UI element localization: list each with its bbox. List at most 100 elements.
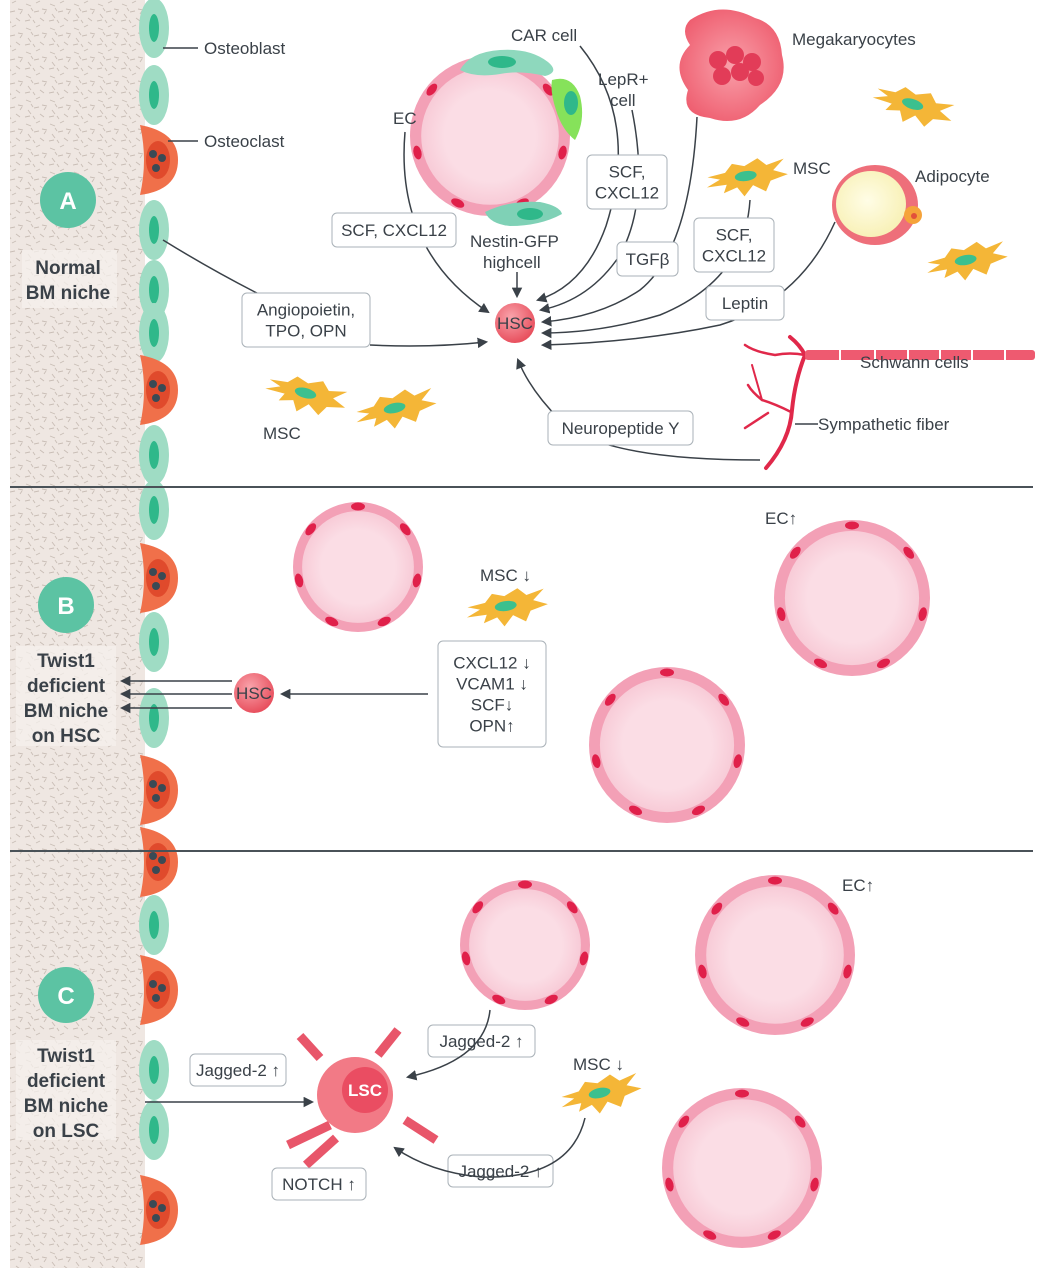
osteoblast-cell xyxy=(139,260,169,320)
box-text-line: CXCL12 ↓ xyxy=(453,654,530,673)
signal-arrows-b xyxy=(119,675,428,714)
osteoblast-cell xyxy=(139,200,169,260)
osteoblast-label: Osteoblast xyxy=(204,39,286,58)
sympathetic-fiber xyxy=(743,335,808,470)
box-text-line: OPN↑ xyxy=(469,717,514,736)
blood-vessel-b2 xyxy=(774,520,930,676)
lsc-cell: LSC xyxy=(286,1027,439,1169)
osteoblast-cell xyxy=(139,480,169,540)
hsc-cell-b: HSC xyxy=(234,673,274,713)
osteoblast-cell xyxy=(139,688,169,748)
osteoblast-cell xyxy=(139,65,169,125)
panel-c-ec-label: EC↑ xyxy=(842,876,874,895)
box-text-line: SCF, xyxy=(609,163,646,182)
lepr-cell-label-line1: LepR+ xyxy=(598,70,649,89)
hsc-cell-a: HSC xyxy=(495,303,535,343)
box-scf-cxcl12-lepr: SCF, CXCL12 xyxy=(586,154,668,210)
car-cell-label: CAR cell xyxy=(511,26,577,45)
box-text-line: Angiopoietin, xyxy=(257,301,355,320)
osteoclast-cell xyxy=(140,1175,178,1245)
panel-a-title-line2: BM niche xyxy=(26,283,110,304)
schwann-cells xyxy=(805,350,1035,360)
osteoclast-cell xyxy=(140,125,178,195)
hsc-a-label: HSC xyxy=(497,314,533,333)
panel-c-title-line1: Twist1 xyxy=(37,1046,95,1067)
blood-vessel-c3 xyxy=(662,1088,822,1248)
panel-c-title-line4: on LSC xyxy=(33,1121,100,1142)
box-text-line: TGFβ xyxy=(626,250,670,269)
msc-cell xyxy=(561,1072,642,1114)
panel-b-title-line3: BM niche xyxy=(24,701,108,722)
panel-b-title-line2: deficient xyxy=(27,676,106,697)
msc-cell xyxy=(927,241,1008,281)
nestin-label-line2: highcell xyxy=(483,253,541,272)
blood-vessel-b3 xyxy=(589,667,745,823)
box-scf-cxcl12-msc: SCF,CXCL12 xyxy=(693,217,775,273)
panel-b-header: B Twist1 deficient BM niche on HSC xyxy=(16,577,116,747)
msc-cell xyxy=(265,376,348,416)
box-b-factors: CXCL12 ↓VCAM1 ↓SCF↓OPN↑ xyxy=(437,640,547,748)
box-tgfb: TGFβ xyxy=(616,241,679,277)
sympathetic-fiber-label: Sympathetic fiber xyxy=(818,415,950,434)
box-text-line: CXCL12 xyxy=(702,247,766,266)
osteoblast-cell xyxy=(139,0,169,58)
box-text-line: Leptin xyxy=(722,294,768,313)
osteoblast-cell xyxy=(139,1040,169,1100)
box-neuropeptide-y: Neuropeptide Y xyxy=(547,410,694,446)
osteoblast-cell xyxy=(139,1100,169,1160)
osteoclast-cell xyxy=(140,755,178,825)
lsc-label: LSC xyxy=(348,1081,382,1100)
box-text-line: NOTCH ↑ xyxy=(282,1175,356,1194)
panel-c-msc-label: MSC ↓ xyxy=(573,1055,624,1074)
box-jagged-vessel: Jagged-2 ↑ xyxy=(427,1024,536,1058)
msc-cell xyxy=(356,387,437,429)
osteoclast-cell xyxy=(140,827,178,897)
panel-b-title-line1: Twist1 xyxy=(37,651,95,672)
box-text-line: Neuropeptide Y xyxy=(562,419,680,438)
box-notch: NOTCH ↑ xyxy=(271,1167,367,1201)
lepr-cell-label-line2: cell xyxy=(610,91,636,110)
notch-receptors xyxy=(286,1027,439,1169)
msc-cell xyxy=(872,87,955,127)
osteoclast-cell xyxy=(140,955,178,1025)
panel-b-title-line4: on HSC xyxy=(32,726,101,747)
megakaryocytes-label: Megakaryocytes xyxy=(792,30,916,49)
box-jagged-msc: Jagged-2 ↑ xyxy=(447,1154,554,1188)
box-scf-cxcl12-ec: SCF, CXCL12 xyxy=(331,212,457,248)
bone-lining-cells xyxy=(139,0,178,1245)
blood-vessel-c2 xyxy=(695,875,855,1035)
panel-badge-a xyxy=(40,172,96,228)
panel-c-title-line2: deficient xyxy=(27,1071,106,1092)
panel-badge-c-label: C xyxy=(57,983,74,1010)
nestin-gfp-cell xyxy=(485,201,562,226)
osteoblast-cell xyxy=(139,425,169,485)
box-text-line: CXCL12 xyxy=(595,184,659,203)
hsc-b-label: HSC xyxy=(236,684,272,703)
panel-c-title-line3: BM niche xyxy=(24,1096,108,1117)
msc-cell xyxy=(466,588,548,627)
panel-badge-b xyxy=(38,577,94,633)
car-cell xyxy=(460,49,554,76)
box-text-line: SCF, CXCL12 xyxy=(341,221,447,240)
box-leptin: Leptin xyxy=(705,285,785,321)
osteoblast-cell xyxy=(139,895,169,955)
blood-vessel-c1 xyxy=(460,880,590,1010)
ec-label: EC xyxy=(393,109,417,128)
box-angiopoietin: Angiopoietin, TPO, OPN xyxy=(241,292,371,348)
panel-b-ec-label: EC↑ xyxy=(765,509,797,528)
msc-cell xyxy=(706,158,788,197)
box-text-line: VCAM1 ↓ xyxy=(456,675,528,694)
panel-badge-c xyxy=(38,967,94,1023)
box-text-line: TPO, OPN xyxy=(265,322,346,341)
blood-vessel-b1 xyxy=(293,502,423,632)
osteoclast-cell xyxy=(140,543,178,613)
schwann-cells-label: Schwann cells xyxy=(860,353,969,372)
msc-left-label: MSC xyxy=(263,424,301,443)
box-text-line: Jagged-2 ↑ xyxy=(196,1061,280,1080)
panel-badge-a-label: A xyxy=(59,188,76,215)
panel-a-header: A Normal BM niche xyxy=(22,172,117,308)
signal-arrows-c xyxy=(145,1009,586,1178)
panel-a-title-line1: Normal xyxy=(35,258,100,279)
adipocyte xyxy=(832,165,922,245)
